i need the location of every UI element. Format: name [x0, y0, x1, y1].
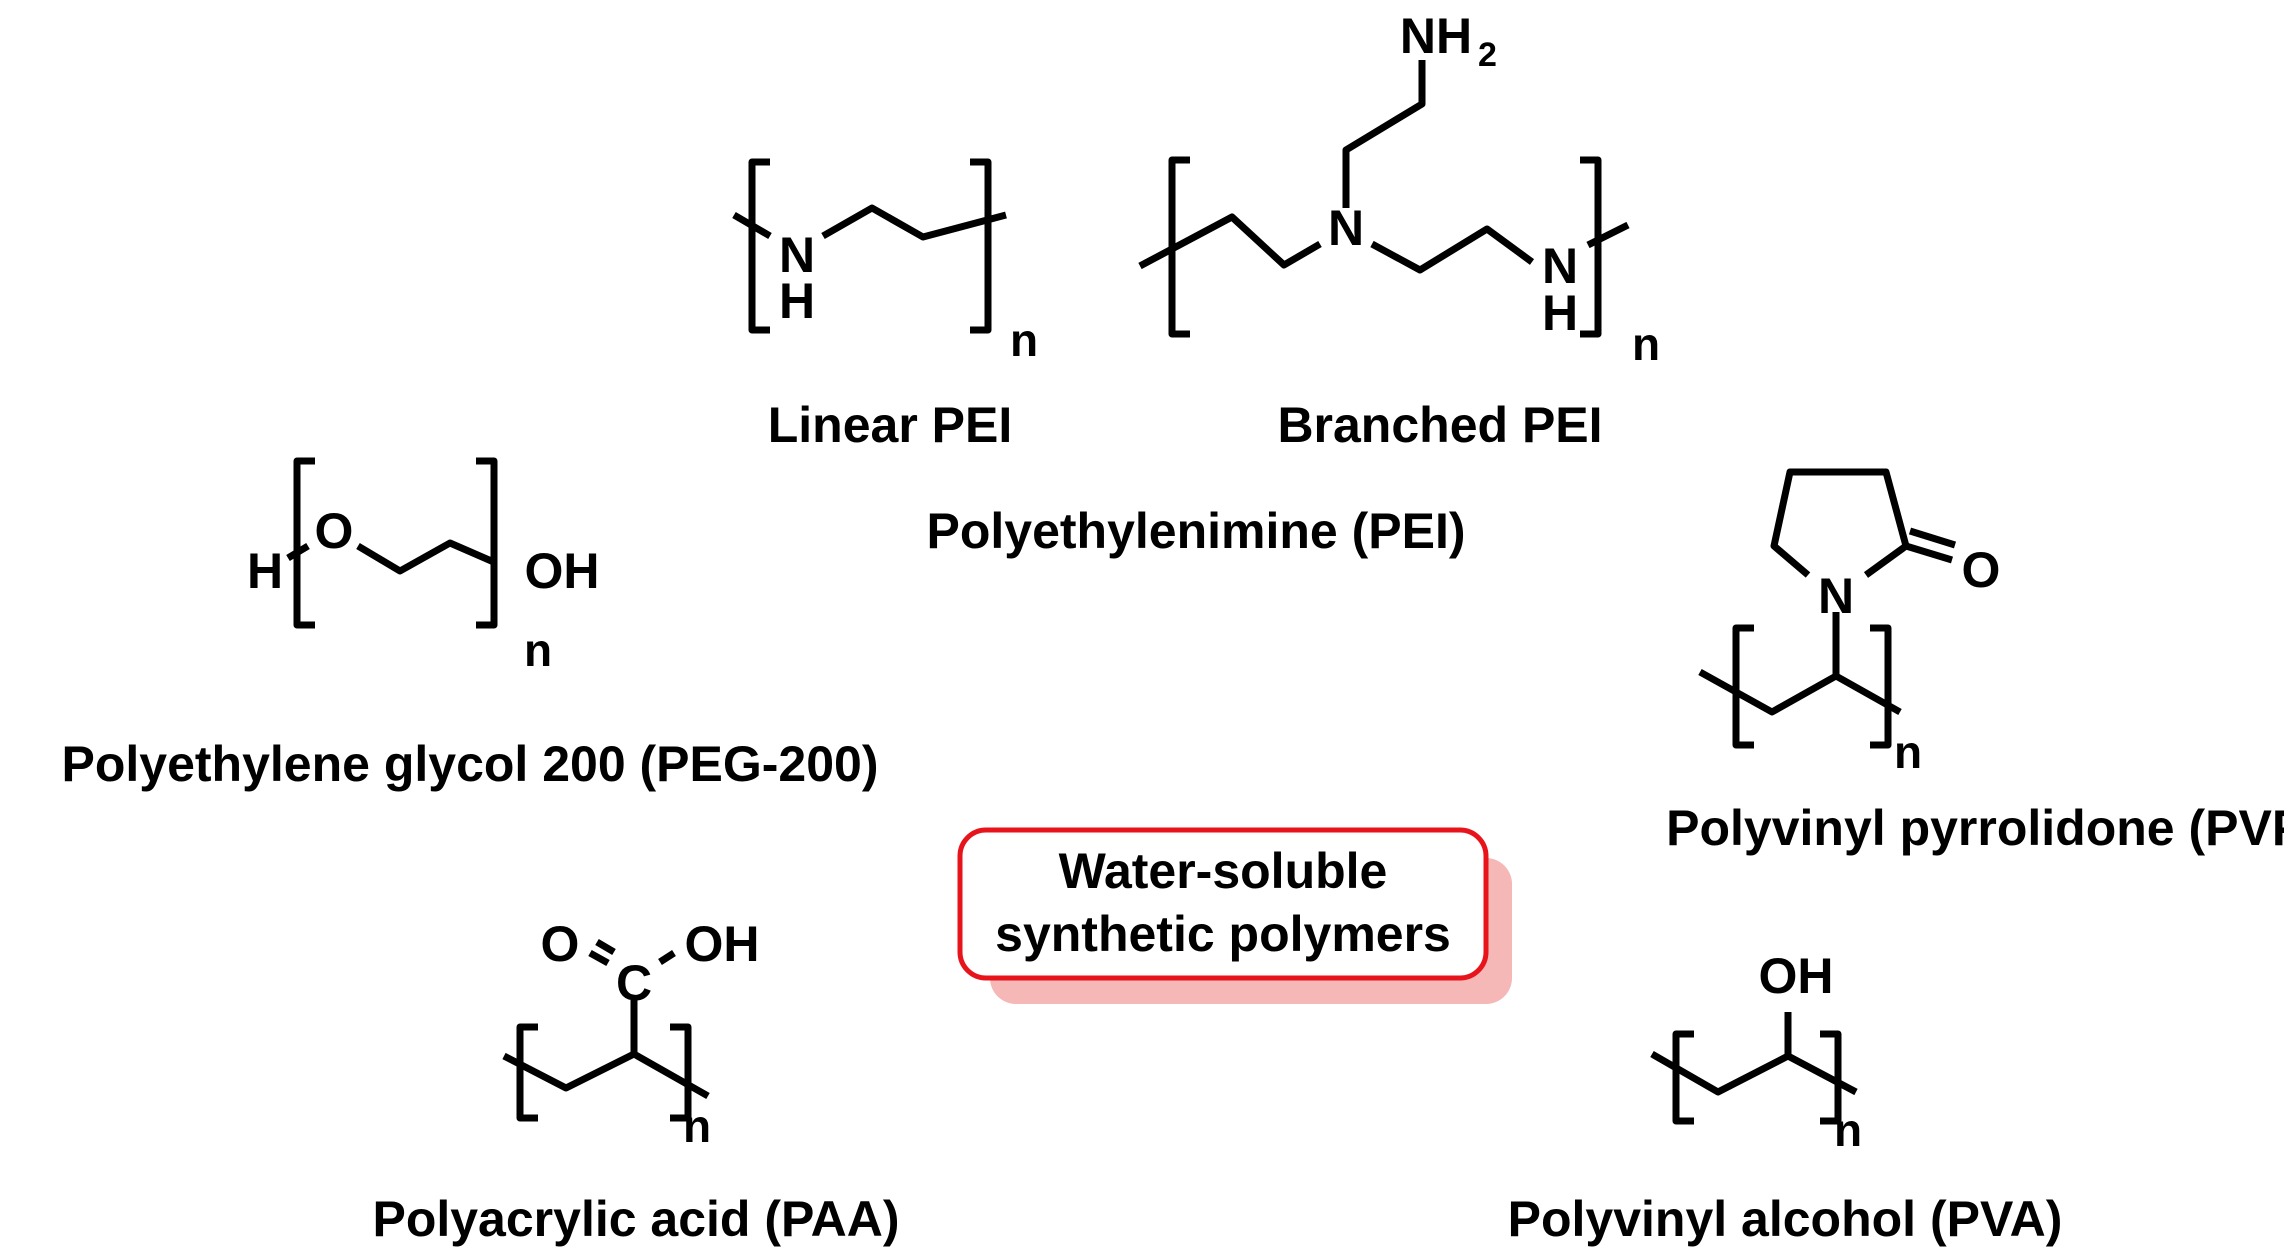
- center-title-border: [957, 827, 1489, 981]
- pvp-oxygen: O: [1962, 542, 2001, 598]
- peg-structure: H O OH n Polyethylene glycol 200 (PEG-20…: [62, 457, 879, 792]
- paa-right-bracket: [670, 1023, 692, 1122]
- branched-pei-central-nitrogen: N: [1328, 200, 1364, 256]
- branched-pei-right-bracket: [1580, 156, 1602, 338]
- peg-repeat-index: n: [524, 624, 552, 676]
- peg-hydroxyl: OH: [525, 543, 600, 599]
- linear-pei-caption: Linear PEI: [768, 397, 1013, 453]
- paa-carbonyl-double-bond: [588, 938, 616, 967]
- pva-backbone: [1650, 1050, 1858, 1096]
- pvp-backbone: [1698, 668, 1902, 716]
- pva-left-bracket: [1672, 1030, 1694, 1125]
- center-title-line-2: synthetic polymers: [995, 906, 1451, 962]
- pvp-right-bracket: [1870, 624, 1892, 749]
- branched-pei-repeat-index: n: [1632, 318, 1660, 370]
- paa-caption: Polyacrylic acid (PAA): [372, 1191, 899, 1247]
- paa-repeat-index: n: [683, 1100, 711, 1152]
- linear-pei-nitrogen: N: [779, 227, 815, 283]
- branched-pei-nh-nitrogen: N: [1542, 238, 1578, 294]
- paa-hydroxyl: OH: [685, 916, 760, 972]
- paa-c-oh-bond: [658, 950, 676, 965]
- paa-left-bracket: [516, 1023, 538, 1122]
- paa-carbon: C: [616, 955, 652, 1011]
- peg-caption: Polyethylene glycol 200 (PEG-200): [62, 736, 879, 792]
- paa-oxygen: O: [541, 916, 580, 972]
- peg-terminal-hydrogen: H: [247, 543, 283, 599]
- paa-backbone: [502, 1050, 710, 1100]
- branched-pei-side-chain: [1342, 60, 1426, 208]
- center-title-line-1: Water-soluble: [1059, 843, 1388, 899]
- pvp-left-bracket: [1732, 624, 1754, 749]
- pvp-nitrogen: N: [1818, 568, 1854, 624]
- pva-caption: Polyvinyl alcohol (PVA): [1508, 1191, 2063, 1247]
- branched-pei-amine-subscript: 2: [1478, 36, 1497, 74]
- peg-chain: [286, 539, 498, 575]
- center-title-box: Water-soluble synthetic polymers: [957, 827, 1512, 1004]
- pva-structure: OH n Polyvinyl alcohol (PVA): [1508, 948, 2063, 1247]
- branched-pei-caption: Branched PEI: [1277, 397, 1602, 453]
- linear-pei-hydrogen: H: [779, 273, 815, 329]
- pei-group-label: Polyethylenimine (PEI): [926, 503, 1465, 559]
- pva-hydroxyl: OH: [1759, 948, 1834, 1004]
- branched-pei-backbone: [1138, 213, 1630, 274]
- linear-pei-right-bracket: [970, 158, 992, 334]
- pva-repeat-index: n: [1834, 1104, 1862, 1156]
- linear-pei-repeat-index: n: [1010, 314, 1038, 366]
- peg-right-bracket: [476, 457, 498, 629]
- linear-pei-left-bracket: [748, 158, 770, 334]
- paa-structure: O OH C n Polyacrylic acid (PAA): [372, 916, 899, 1247]
- branched-pei-structure: N NH 2 N H n Branched PEI: [1138, 8, 1660, 453]
- linear-pei-structure: N H n Linear PEI: [732, 158, 1038, 453]
- branched-pei-amine: NH: [1400, 8, 1472, 64]
- pva-right-bracket: [1820, 1030, 1842, 1125]
- linear-pei-chain: [732, 204, 1007, 241]
- peg-left-bracket: [293, 457, 315, 629]
- peg-oxygen: O: [315, 503, 354, 559]
- pvp-pyrrolidone-ring: [1770, 468, 1910, 578]
- pvp-carbonyl-double-bond: [1904, 527, 1957, 564]
- pvp-repeat-index: n: [1894, 726, 1922, 778]
- branched-pei-nh-hydrogen: H: [1542, 285, 1578, 341]
- pvp-caption: Polyvinyl pyrrolidone (PVP): [1666, 800, 2284, 856]
- pvp-structure: N O n Polyvinyl pyrrolidone (PVP): [1666, 468, 2284, 856]
